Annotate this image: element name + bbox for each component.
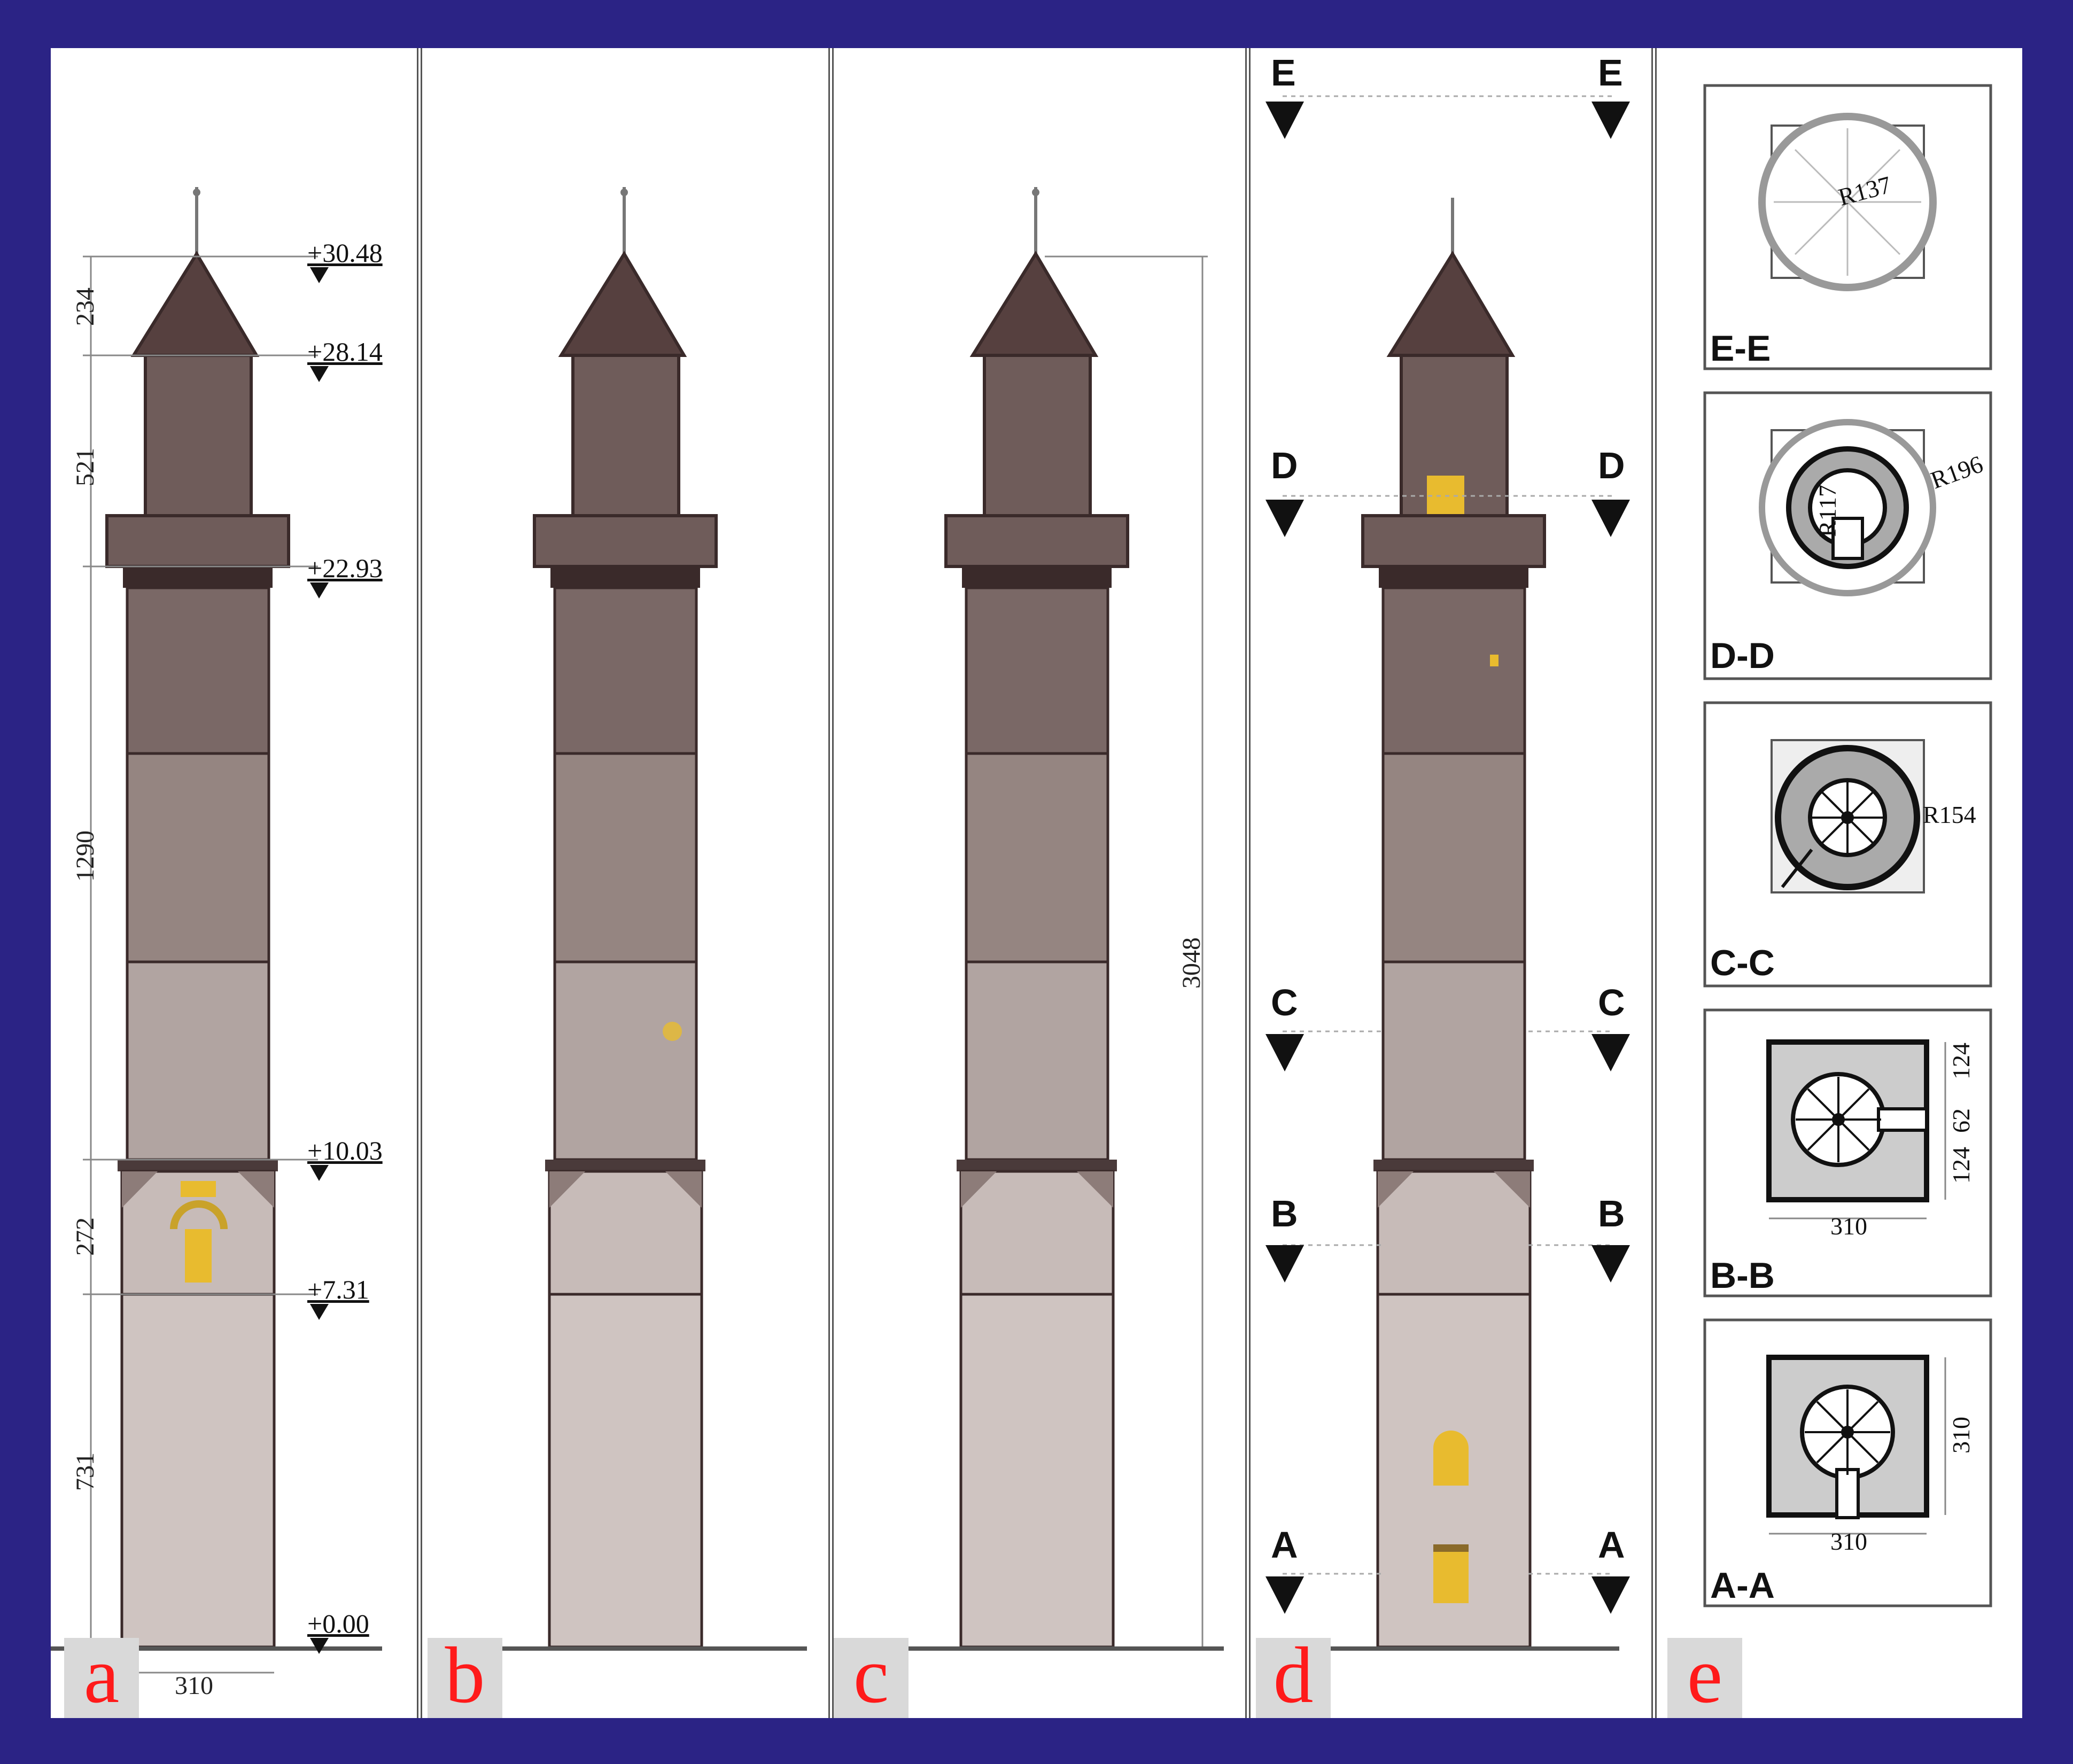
- caption-a-a: A-A: [1710, 1565, 1775, 1606]
- width-label-b-b: 310: [1830, 1213, 1867, 1240]
- section-marker-a-right: A: [1598, 1524, 1625, 1566]
- panel-e-plan-sections: R137 E-E R117 R196 D-D R154 C-: [1657, 48, 2022, 1718]
- dimension-310: 310: [175, 1672, 213, 1700]
- elevation-label-30-48: +30.48: [307, 238, 383, 268]
- dimension-234: 234: [71, 287, 99, 326]
- panel-label-c: c: [834, 1635, 909, 1718]
- section-d-d: [1703, 391, 1992, 680]
- panel-divider: [828, 48, 834, 1718]
- minaret-a: [105, 187, 290, 1649]
- section-marker-c-right: C: [1598, 982, 1625, 1023]
- caption-c-c: C-C: [1710, 943, 1775, 983]
- elevation-label-0-00: +0.00: [307, 1608, 369, 1638]
- section-marker-c-left: C: [1271, 982, 1298, 1023]
- dimension-3048: 3048: [1177, 937, 1206, 989]
- section-marker-a-left: A: [1271, 1524, 1298, 1566]
- panel-divider: [1651, 48, 1657, 1718]
- dimension-731: 731: [71, 1452, 99, 1491]
- section-cut-lines: [1283, 95, 1614, 1575]
- section-b-b: [1703, 1008, 1992, 1297]
- dimension-521: 521: [71, 448, 99, 486]
- elevation-markers: [310, 267, 329, 1654]
- dimension-272: 272: [71, 1217, 99, 1256]
- section-arrows: [1265, 102, 1630, 1614]
- side-label-124-top: 124: [1947, 1043, 1975, 1079]
- panel-d-drawing: E E D D C C B B A A: [1265, 52, 1630, 1651]
- elevation-label-10-03: +10.03: [307, 1136, 383, 1165]
- section-e-e: [1703, 84, 1992, 370]
- panel-c-drawing: 3048: [882, 187, 1224, 1651]
- height-label-a-a: 310: [1947, 1417, 1975, 1454]
- panel-label-d: d: [1256, 1635, 1331, 1718]
- dimension-lines: [83, 255, 318, 1674]
- section-marker-d-right: D: [1598, 445, 1625, 486]
- dimension-1290: 1290: [71, 830, 99, 882]
- panel-d-sections: E E D D C C B B A A d: [1251, 48, 1651, 1718]
- minaret-d: [1361, 198, 1546, 1649]
- panel-a-drawing: +30.48 +28.14 +22.93 +10.03 +7.31 +0.00 …: [51, 187, 383, 1700]
- caption-b-b: B-B: [1710, 1255, 1775, 1296]
- panel-label-e: e: [1667, 1635, 1742, 1718]
- side-label-124-bottom: 124: [1947, 1147, 1975, 1184]
- panel-a-elevation: +30.48 +28.14 +22.93 +10.03 +7.31 +0.00 …: [51, 48, 417, 1718]
- panel-c-elevation: 3048 c: [834, 48, 1245, 1718]
- panel-label-b: b: [428, 1635, 502, 1718]
- minaret-c: [944, 187, 1129, 1649]
- panel-b-elevation: b: [422, 48, 828, 1718]
- radius-label-r117: R117: [1814, 485, 1841, 537]
- elevation-label-28-14: +28.14: [307, 337, 383, 367]
- elevation-label-7-31: +7.31: [307, 1275, 369, 1304]
- panel-e-drawing: R137 E-E R117 R196 D-D R154 C-: [1703, 84, 1992, 1607]
- section-marker-e-left: E: [1271, 52, 1296, 94]
- caption-e-e: E-E: [1710, 328, 1771, 369]
- section-c-c: [1703, 701, 1992, 988]
- section-marker-d-left: D: [1271, 445, 1298, 486]
- panel-divider: [1245, 48, 1251, 1718]
- panel-label-a: a: [64, 1635, 139, 1718]
- panel-divider: [417, 48, 422, 1718]
- caption-d-d: D-D: [1710, 635, 1775, 676]
- section-a-a: [1703, 1318, 1992, 1607]
- radius-label-r154: R154: [1923, 801, 1976, 828]
- side-label-62: 62: [1947, 1108, 1975, 1133]
- width-label-a-a: 310: [1830, 1528, 1867, 1555]
- section-marker-e-right: E: [1598, 52, 1623, 94]
- section-marker-b-left: B: [1271, 1193, 1298, 1234]
- minaret-b: [533, 187, 718, 1649]
- dimension-lines: [1045, 255, 1208, 1649]
- elevation-label-22-93: +22.93: [307, 553, 383, 583]
- panel-b-drawing: [470, 187, 807, 1651]
- section-marker-b-right: B: [1598, 1193, 1625, 1234]
